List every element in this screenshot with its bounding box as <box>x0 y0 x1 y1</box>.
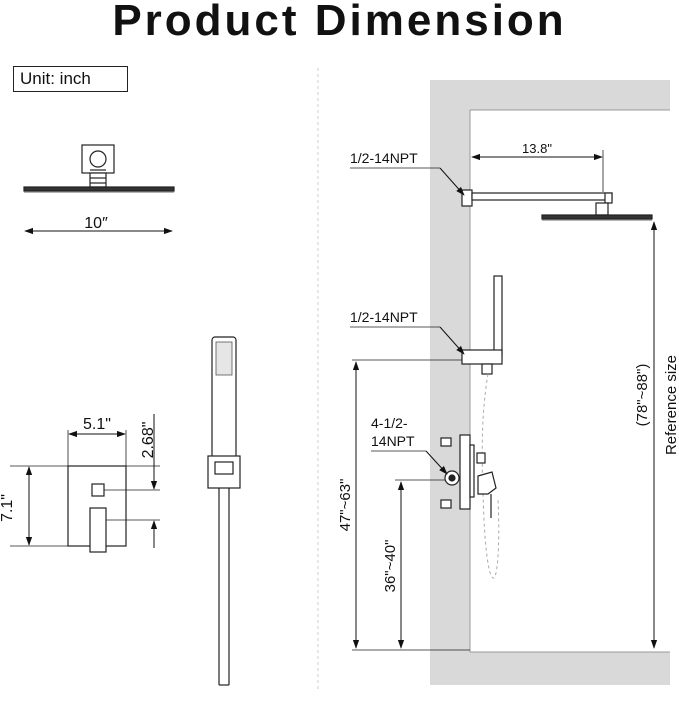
shower-head-top-view <box>23 144 175 193</box>
right-extension-lines <box>352 359 470 651</box>
thread-valve-arrow <box>425 450 448 475</box>
outlet-height-label: 47"~63" <box>337 479 354 532</box>
mixing-valve <box>440 434 497 518</box>
valve-floor-height-label: 36"~40" <box>382 540 399 593</box>
wall-section <box>430 80 670 685</box>
head-width-label: 10″ <box>84 215 108 232</box>
slide-bar-and-outlet <box>461 275 503 375</box>
valve-height-label: 7.1" <box>0 494 16 522</box>
handheld-shower <box>207 336 241 686</box>
hose-dashed <box>481 373 500 579</box>
thread-arm-arrow <box>439 167 465 196</box>
thread-outlet-label: 1/2-14NPT <box>350 309 418 325</box>
valve-offset-label: 2.68" <box>140 422 157 459</box>
arm-length-label: 13.8" <box>522 141 552 156</box>
valve-width-label: 5.1" <box>83 416 111 433</box>
thread-valve-label-1: 4-1/2- <box>371 415 408 431</box>
page-title: Product Dimension <box>112 0 567 45</box>
head-height-label: (78"~88") <box>634 364 651 427</box>
reference-size-label: Reference size <box>663 355 679 455</box>
valve-trim <box>67 465 127 553</box>
thread-arm-label: 1/2-14NPT <box>350 150 418 166</box>
unit-label: Unit: inch <box>13 66 128 92</box>
thread-outlet-arrow <box>439 326 465 355</box>
thread-valve-label-2: 14NPT <box>371 433 415 449</box>
shower-arm-and-head <box>461 189 653 221</box>
